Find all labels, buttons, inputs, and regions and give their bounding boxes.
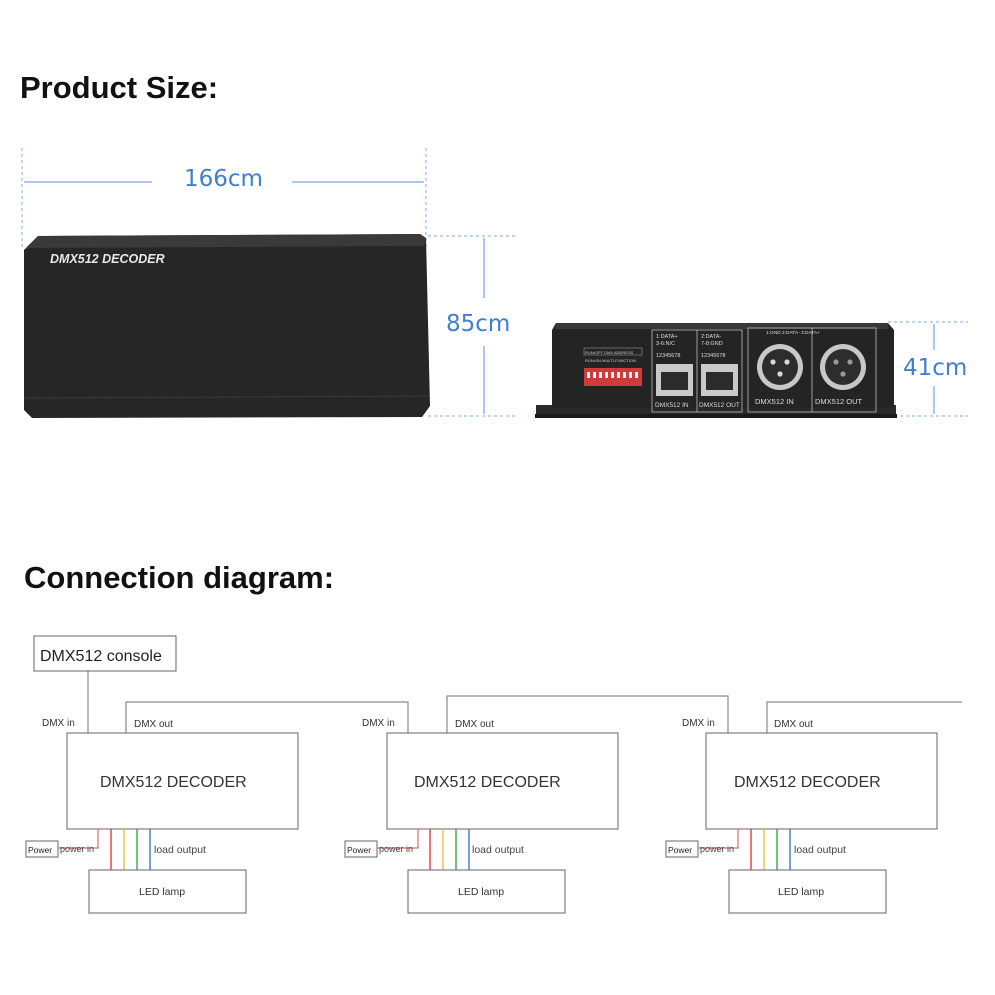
product-size-heading: Product Size: (20, 70, 219, 105)
power-in-label: power in (60, 844, 94, 854)
dmx-out-label: DMX out (134, 719, 173, 730)
dmx-in-label: DMX in (42, 718, 75, 729)
power-label: Power (28, 845, 52, 855)
rj45-in-label: DMX512 IN (655, 402, 689, 409)
decoder-box (386, 732, 619, 830)
led-lamp-box (407, 869, 566, 914)
load-output-label: load output (154, 844, 206, 856)
device-top-label: DMX512 DECODER (50, 252, 165, 266)
led-lamp-label: LED lamp (139, 886, 185, 898)
dmx-in-label: DMX in (682, 718, 715, 729)
led-lamp-box (728, 869, 887, 914)
rj45-out-label: DMX512 OUT (699, 402, 740, 409)
height-dimension-label: 41cm (903, 355, 968, 381)
power-label: Power (668, 845, 692, 855)
dip-switch-levers (587, 372, 638, 378)
dmx512-console-label: DMX512 console (40, 648, 162, 665)
rj45-pin-group-1: 1:DATA+3-6:N/C (656, 334, 678, 347)
load-output-label: load output (472, 844, 524, 856)
power-in-label: power in (379, 844, 413, 854)
led-lamp-label: LED lamp (778, 886, 824, 898)
dmx512-console-box (33, 635, 177, 672)
load-output-label: load output (794, 844, 846, 856)
power-label: Power (347, 845, 371, 855)
decoder-label: DMX512 DECODER (734, 774, 881, 791)
led-lamp-box (88, 869, 247, 914)
device-top-view: DMX512 DECODER (23, 234, 430, 418)
rj45-pin-numbers-1: 12345678 (656, 353, 680, 359)
dimension-guides (21, 148, 968, 417)
xlr-in-label: DMX512 IN (755, 397, 794, 406)
width-dimension-label: 166cm (184, 166, 263, 192)
depth-dimension-label: 85cm (446, 311, 511, 337)
dmx-out-label: DMX out (455, 719, 494, 730)
rj45-pin-numbers-2: 12345678 (701, 353, 725, 359)
xlr-pin-legend: 1:GND 2:DATA- 3:DATA+ (766, 330, 820, 336)
dip-label-bottom: RUN•ON MULTI-FUNCTION (585, 358, 636, 363)
power-in-label: power in (700, 844, 734, 854)
connection-diagram-heading: Connection diagram: (24, 560, 335, 595)
decoder-unit-3: DMX in DMX out DMX512 DECODER Power powe… (665, 718, 938, 914)
device-front-view: RUN•OFF DMX ADDRESS RUN•ON MULTI-FUNCTIO… (535, 323, 897, 418)
power-box (665, 840, 699, 858)
decoder-label: DMX512 DECODER (100, 774, 247, 791)
decoder-box (66, 732, 299, 830)
decoder-unit-2: DMX in DMX out DMX512 DECODER Power powe… (344, 718, 619, 914)
xlr-out-label: DMX512 OUT (815, 397, 863, 406)
rj45-pin-group-2: 2:DATA-7-8:GND (701, 334, 723, 347)
dimension-arrows (24, 181, 935, 414)
connection-wires (87, 671, 962, 733)
dmx-out-label: DMX out (774, 719, 813, 730)
dip-label-top: RUN•OFF DMX ADDRESS (585, 350, 634, 355)
led-lamp-label: LED lamp (458, 886, 504, 898)
power-box (25, 840, 59, 858)
power-box (344, 840, 378, 858)
decoder-box (705, 732, 938, 830)
decoder-unit-1: DMX in DMX out DMX512 DECODER Power powe… (25, 718, 299, 914)
dmx-in-label: DMX in (362, 718, 395, 729)
decoder-label: DMX512 DECODER (414, 774, 561, 791)
